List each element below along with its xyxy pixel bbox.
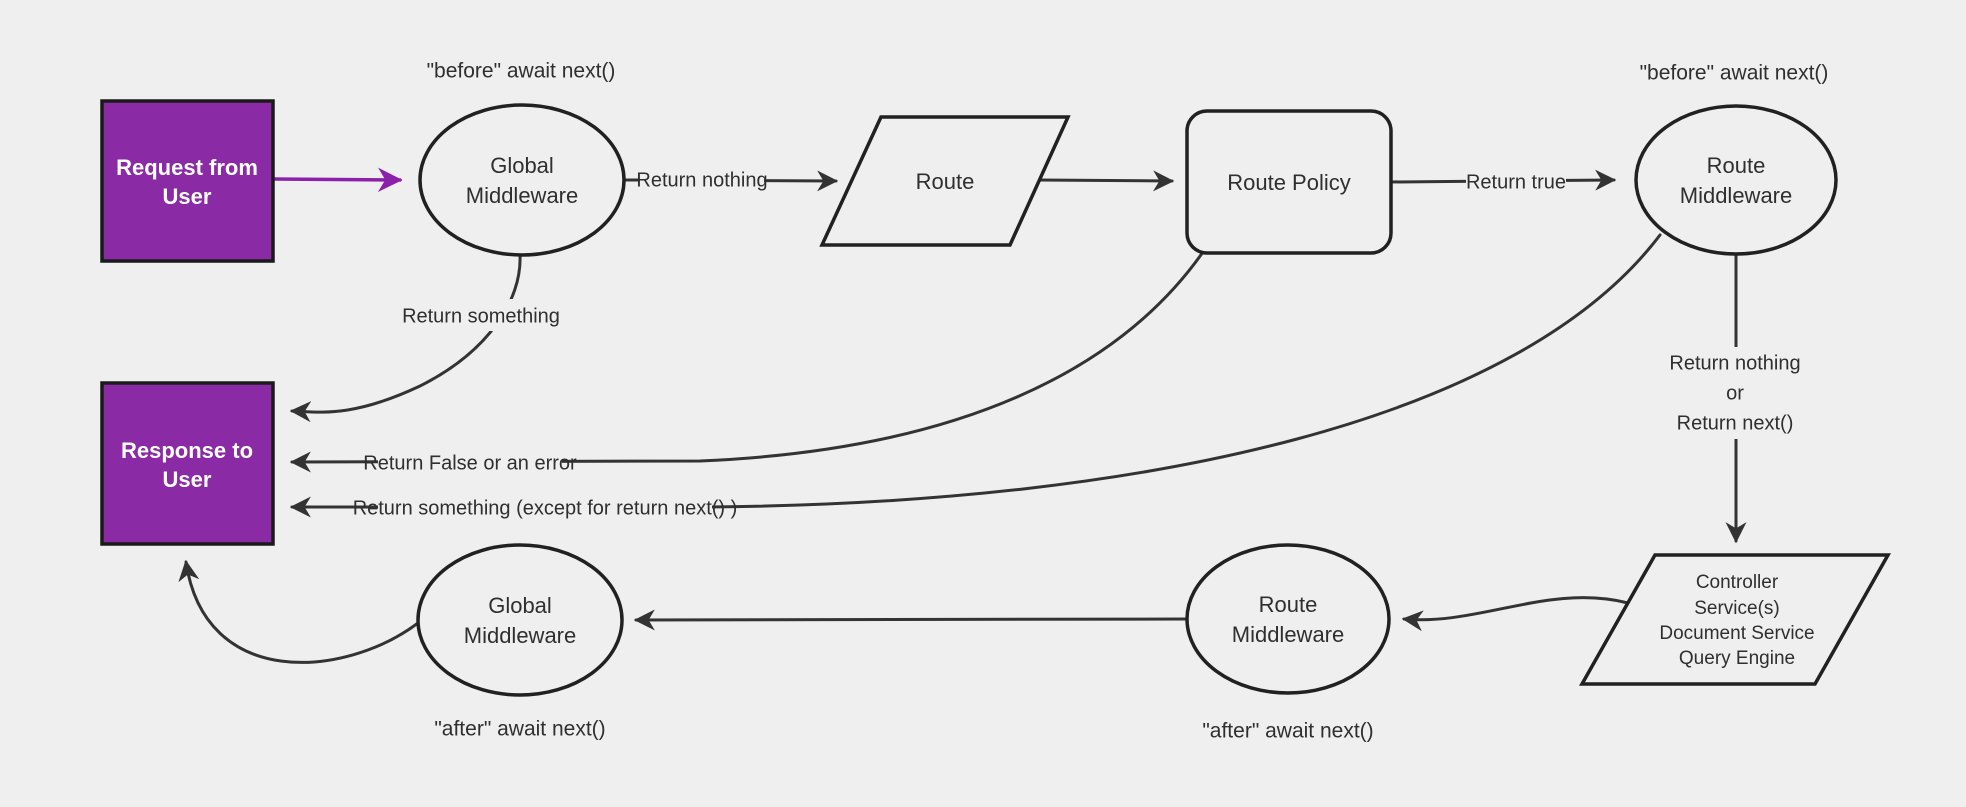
edge-label-return-false-or-error: Return False or an error (363, 446, 577, 478)
route-policy-box (1185, 109, 1393, 255)
route-parallelogram (819, 115, 1071, 247)
request-box (100, 99, 275, 263)
route-middleware-bottom-ellipse (1185, 543, 1391, 695)
edge-route-policy-return-false (289, 250, 1205, 473)
global-middleware-top-line1: Global (490, 153, 554, 178)
controller-line2: Service(s) (1694, 598, 1780, 619)
edge-route-middleware-return-something-except (289, 233, 1662, 518)
edge-label-text-line3: Return next() (1677, 412, 1794, 434)
edge-label-return-nothing: Return nothing (636, 163, 768, 195)
controller-line4: Query Engine (1679, 648, 1795, 669)
route-middleware-bottom-line1: Route (1259, 592, 1318, 617)
node-route-middleware-bottom: Route Middleware (1185, 543, 1391, 695)
node-route-middleware-top: Route Middleware (1634, 104, 1838, 256)
label-background (1648, 347, 1824, 439)
global-middleware-bottom-line1: Global (488, 593, 552, 618)
edge-label-return-nothing-or-next: Return nothing or Return next() (1648, 347, 1824, 439)
global-middleware-bottom-ellipse (416, 543, 624, 697)
label-background (378, 446, 562, 478)
label-background (400, 299, 562, 331)
edge-label-text: Return False or an error (363, 452, 577, 474)
edge-label-text-line1: Return nothing (1669, 352, 1800, 374)
label-background (378, 491, 712, 523)
global-middleware-top-line2: Middleware (466, 183, 579, 208)
annotation-after-await-next-right: "after" await next() (1202, 720, 1373, 743)
edge-label-text-line2: or (1726, 382, 1744, 404)
label-background (640, 163, 764, 195)
node-request-from-user: Request from User (100, 99, 275, 263)
edge-route-middleware-bottom-to-global-middleware-bottom (633, 609, 1189, 631)
response-label-line2: User (163, 467, 212, 492)
edge-label-text: Return something (402, 305, 560, 327)
edge-label-return-true: Return true (1466, 165, 1566, 197)
request-label-line1: Request from (116, 155, 258, 180)
node-global-middleware-top: Global Middleware (418, 103, 626, 257)
edge-request-to-global-middleware (271, 167, 403, 193)
annotation-before-await-next-right: "before" await next() (1640, 62, 1829, 85)
annotation-before-await-next-left: "before" await next() (427, 60, 616, 83)
edge-controller-to-route-middleware-bottom (1401, 596, 1630, 632)
response-label-line1: Response to (121, 438, 253, 463)
edge-label-return-something-except: Return something (except for return next… (353, 491, 738, 523)
controller-parallelogram (1578, 553, 1892, 686)
response-box (100, 381, 275, 546)
global-middleware-top-ellipse (418, 103, 626, 257)
node-route-policy: Route Policy (1185, 109, 1393, 255)
route-middleware-bottom-line2: Middleware (1232, 622, 1345, 647)
node-response-to-user: Response to User (100, 381, 275, 546)
request-label-line2: User (163, 184, 212, 209)
edge-label-text: Return true (1466, 171, 1566, 193)
route-middleware-top-line2: Middleware (1680, 183, 1793, 208)
edge-global-middleware-bottom-to-response (178, 559, 420, 664)
edge-global-middleware-return-something (289, 253, 522, 423)
edge-route-to-route-policy (1036, 170, 1175, 192)
route-middleware-top-line1: Route (1707, 153, 1766, 178)
node-global-middleware-bottom: Global Middleware (416, 543, 624, 697)
route-policy-label: Route Policy (1227, 170, 1351, 195)
controller-line1: Controller (1696, 572, 1779, 593)
node-route: Route (819, 115, 1071, 247)
label-background (1466, 165, 1566, 197)
controller-line3: Document Service (1659, 623, 1814, 644)
node-controller-services: Controller Service(s) Document Service Q… (1578, 553, 1892, 686)
edge-label-text: Return something (except for return next… (353, 497, 738, 519)
global-middleware-bottom-line2: Middleware (464, 623, 577, 648)
route-middleware-top-ellipse (1634, 104, 1838, 256)
annotation-after-await-next-left: "after" await next() (434, 718, 605, 741)
edge-label-return-something: Return something (400, 299, 562, 331)
route-label: Route (916, 169, 975, 194)
edge-label-text: Return nothing (636, 169, 767, 191)
